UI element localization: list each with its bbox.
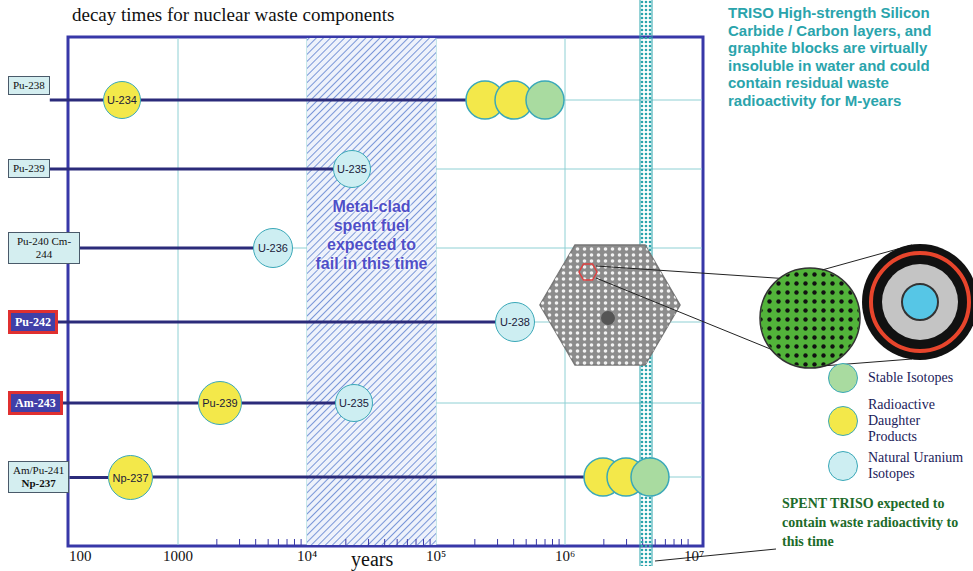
failure-band: Metal-clad spent fuel expected to fail i… <box>307 37 436 546</box>
decay-line <box>50 168 333 171</box>
isotope-circle: Np-237 <box>108 455 153 500</box>
axis-tick <box>665 539 666 545</box>
isotope-box: Pu-238 <box>8 76 50 95</box>
axis-tick <box>255 539 256 545</box>
axis-tick <box>239 539 240 545</box>
legend-swatch <box>828 363 858 393</box>
band-label: Metal-clad spent fuel expected to fail i… <box>307 197 436 273</box>
decay-line <box>242 402 335 405</box>
axis-tick-label: 10⁴ <box>297 548 317 565</box>
legend-swatch <box>828 451 858 481</box>
axis-tick <box>416 539 417 545</box>
axis-tick <box>674 539 675 545</box>
isotope-box: Pu-242 <box>8 310 58 334</box>
axis-tick <box>626 539 627 545</box>
axis-tick <box>552 539 553 545</box>
isotope-box: Am-243 <box>8 391 63 415</box>
isotope-label: Np-237 <box>13 477 64 490</box>
axis-tick <box>216 539 217 545</box>
isotope-box: Pu-239 <box>8 159 50 178</box>
legend-text: Natural Uranium Isotopes <box>868 450 972 482</box>
axis-tick <box>407 539 408 545</box>
axis-tick-label: 10⁵ <box>426 548 446 565</box>
axis-tick <box>301 539 302 545</box>
axis-tick <box>287 539 288 545</box>
decay-line <box>80 247 253 250</box>
axis-title: years <box>351 549 393 569</box>
isotope-label: U-234 <box>107 94 137 106</box>
isotope-label: Pu-242 <box>15 315 51 329</box>
isotope-label: Pu-238 <box>13 79 45 92</box>
axis-tick <box>603 539 604 545</box>
axis-tick <box>526 539 527 545</box>
axis-tick <box>536 539 537 545</box>
isotope-label: Pu-239 <box>13 162 45 175</box>
axis-tick <box>345 539 346 545</box>
isotope-label: Am-243 <box>15 396 56 410</box>
axis-tick <box>423 539 424 545</box>
legend-text: Stable Isotopes <box>868 370 972 386</box>
triso-note: TRISO High-strength Silicon Carbide / Ca… <box>728 4 968 109</box>
axis-tick-label: 10⁶ <box>555 548 575 565</box>
axis-tick <box>681 539 682 545</box>
spent-triso-note: SPENT TRISO expected to contain waste ra… <box>782 494 968 551</box>
axis-tick <box>430 539 431 545</box>
isotope-label: Pu-240 Cm-244 <box>13 235 75 261</box>
axis-tick-label: 100 <box>69 548 92 565</box>
isotope-label: Np-237 <box>112 472 148 484</box>
axis-tick <box>384 539 385 545</box>
isotope-circle: U-235 <box>333 150 371 188</box>
axis-tick <box>655 539 656 545</box>
isotope-circle: U-234 <box>103 81 141 119</box>
decay-line <box>63 402 198 405</box>
isotope-label: Pu-239 <box>202 397 237 409</box>
axis-tick <box>368 539 369 545</box>
decay-line <box>50 99 103 102</box>
isotope-label: Am/Pu-241 <box>13 464 64 477</box>
isotope-label: U-238 <box>500 316 530 328</box>
isotope-circle: U-238 <box>495 302 535 342</box>
isotope-box: Am/Pu-241Np-237 <box>8 461 69 493</box>
decay-line <box>58 321 495 324</box>
axis-tick <box>474 539 475 545</box>
isotope-box: Pu-240 Cm-244 <box>8 232 80 264</box>
legend-swatch <box>828 406 858 436</box>
legend-text: Radioactive Daughter Products <box>868 397 972 445</box>
axis-tick-label: 1000 <box>163 548 193 565</box>
axis-tick <box>513 539 514 545</box>
isotope-circle: U-236 <box>253 228 293 268</box>
axis-tick <box>559 539 560 545</box>
axis-tick <box>268 539 269 545</box>
isotope-label: U-235 <box>339 397 369 409</box>
axis-tick <box>278 539 279 545</box>
decay-line <box>69 476 108 479</box>
isotope-label: U-236 <box>258 242 288 254</box>
axis-tick <box>397 539 398 545</box>
axis-tick <box>545 539 546 545</box>
axis-tick <box>688 539 689 545</box>
axis-tick <box>497 539 498 545</box>
isotope-label: U-235 <box>337 163 367 175</box>
isotope-circle: Pu-239 <box>198 381 242 425</box>
axis-tick-label: 10⁷ <box>684 548 704 565</box>
chart-title: decay times for nuclear waste components <box>72 4 394 26</box>
isotope-circle: U-235 <box>335 384 373 422</box>
axis-tick <box>294 539 295 545</box>
